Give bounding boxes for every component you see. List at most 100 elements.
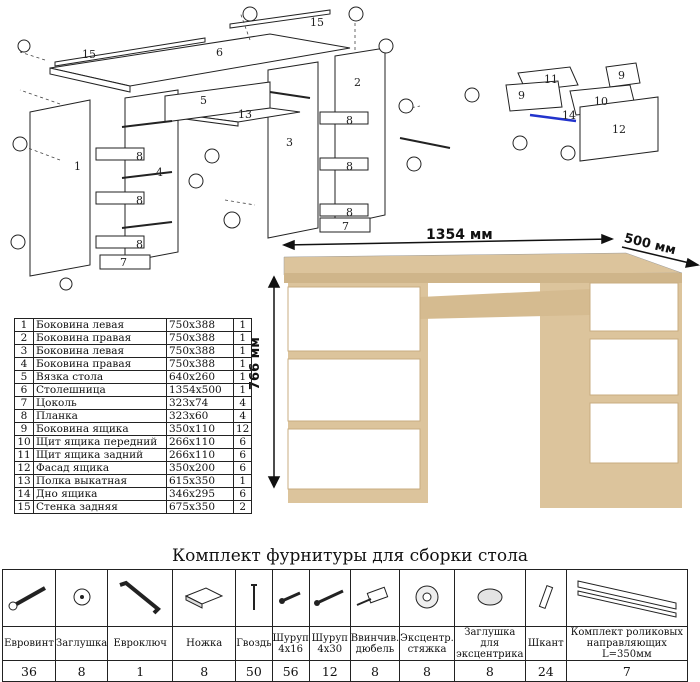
screw-long-icon	[313, 589, 347, 612]
parts-cell-name: Щит ящика передний	[33, 435, 167, 449]
parts-cell-name: Полка выкатная	[33, 474, 167, 488]
drawer-assembly-diagram: 11 9 9 10 14 12	[464, 62, 659, 162]
hardware-label-sub: стяжка	[407, 643, 447, 655]
parts-cell-dim: 350x110	[166, 422, 234, 436]
svg-text:2: 2	[354, 76, 361, 89]
parts-cell-name: Планка	[33, 409, 167, 423]
svg-text:15: 15	[310, 16, 324, 29]
parts-cell-qty: 1	[232, 344, 253, 358]
svg-text:6: 6	[216, 46, 223, 59]
parts-cell-qty: 6	[232, 435, 253, 449]
hardware-label: Ножка	[186, 638, 223, 649]
parts-cell-dim: 346x295	[166, 487, 234, 501]
hardware-label-cell: Шкант	[524, 626, 567, 661]
hardware-image-cell	[565, 569, 688, 627]
hardware-qty: 8	[349, 660, 401, 682]
hardware-image-cell	[107, 569, 174, 627]
cap-icon	[70, 588, 94, 612]
parts-cell-dim: 1354x500	[166, 383, 234, 397]
svg-text:7: 7	[342, 220, 349, 233]
svg-text:8: 8	[136, 150, 143, 163]
hardware-qty: 24	[524, 660, 567, 682]
svg-text:5: 5	[200, 94, 207, 107]
parts-cell-n: 13	[14, 474, 34, 488]
hardware-image-cell	[524, 569, 567, 627]
parts-cell-n: 2	[14, 331, 34, 345]
parts-cell-n: 12	[14, 461, 34, 475]
hardware-qty: 56	[271, 660, 310, 682]
parts-cell-qty: 1	[232, 383, 253, 397]
hardware-qty: 8	[399, 660, 455, 682]
parts-cell-qty: 1	[232, 331, 253, 345]
parts-cell-name: Столешница	[33, 383, 167, 397]
parts-cell-qty: 6	[232, 448, 253, 462]
hardware-label: Ввинчив.	[350, 632, 400, 644]
parts-cell-n: 6	[14, 383, 34, 397]
hardware-label: Шкант	[527, 638, 564, 649]
hardware-label: Евровинт	[4, 638, 54, 649]
parts-cell-name: Стенка задняя	[33, 500, 167, 514]
parts-cell-name: Цоколь	[33, 396, 167, 410]
hardware-image-cell	[2, 569, 56, 627]
hardware-label: Заглушка	[56, 638, 108, 649]
hardware-image-cell	[271, 569, 310, 627]
hardware-qty: 8	[172, 660, 237, 682]
svg-text:14: 14	[562, 109, 576, 122]
svg-text:10: 10	[594, 95, 608, 108]
svg-text:11: 11	[544, 73, 558, 86]
parts-cell-qty: 4	[232, 409, 253, 423]
svg-text:8: 8	[346, 206, 353, 219]
parts-cell-qty: 6	[232, 487, 253, 501]
parts-cell-dim: 323x74	[166, 396, 234, 410]
svg-text:9: 9	[618, 69, 625, 82]
parts-cell-qty: 1	[232, 357, 253, 371]
hardware-image-cell	[172, 569, 237, 627]
parts-cell-qty: 1	[232, 370, 253, 384]
parts-cell-name: Щит ящика задний	[33, 448, 167, 462]
hardware-label-sub: 4x30	[317, 643, 343, 655]
hardware-qty: 36	[2, 660, 56, 682]
parts-cell-dim: 350x200	[166, 461, 234, 475]
hardware-image-cell	[453, 569, 526, 627]
exploded-assembly-diagram: 15 15 6 1 2 3 4 5 8 8 8 8 8 8 7 7 13	[10, 6, 451, 291]
desk-illustration	[267, 233, 700, 508]
parts-cell-n: 7	[14, 396, 34, 410]
parts-cell-name: Боковина левая	[33, 318, 167, 332]
hardware-label: Комплект роликовых	[570, 627, 683, 638]
hardware-label: Шуруп	[311, 632, 348, 644]
screw-short-icon	[278, 591, 304, 610]
dowel-icon	[538, 584, 554, 613]
hardware-qty: 8	[453, 660, 526, 682]
parts-cell-name: Вязка стола	[33, 370, 167, 384]
parts-cell-n: 9	[14, 422, 34, 436]
parts-cell-n: 4	[14, 357, 34, 371]
eurobolt-icon	[7, 585, 51, 615]
parts-cell-name: Боковина ящика	[33, 422, 167, 436]
parts-cell-n: 8	[14, 409, 34, 423]
hardware-label-sub: дюбель	[355, 643, 395, 655]
dimension-width: 1354 мм	[426, 227, 493, 243]
hardware-label-cell: Эксцентр.стяжка	[399, 626, 455, 661]
cam-cap-icon	[475, 588, 505, 612]
parts-cell-dim: 750x388	[166, 318, 234, 332]
parts-cell-n: 5	[14, 370, 34, 384]
hardware-label-cell: Гвоздь	[235, 626, 273, 661]
hardware-qty: 12	[308, 660, 351, 682]
hardware-label-cell: Заглушка	[54, 626, 109, 661]
hardware-image-cell	[399, 569, 455, 627]
svg-text:1: 1	[74, 160, 81, 173]
parts-cell-name: Боковина правая	[33, 357, 167, 371]
svg-text:13: 13	[238, 108, 252, 121]
